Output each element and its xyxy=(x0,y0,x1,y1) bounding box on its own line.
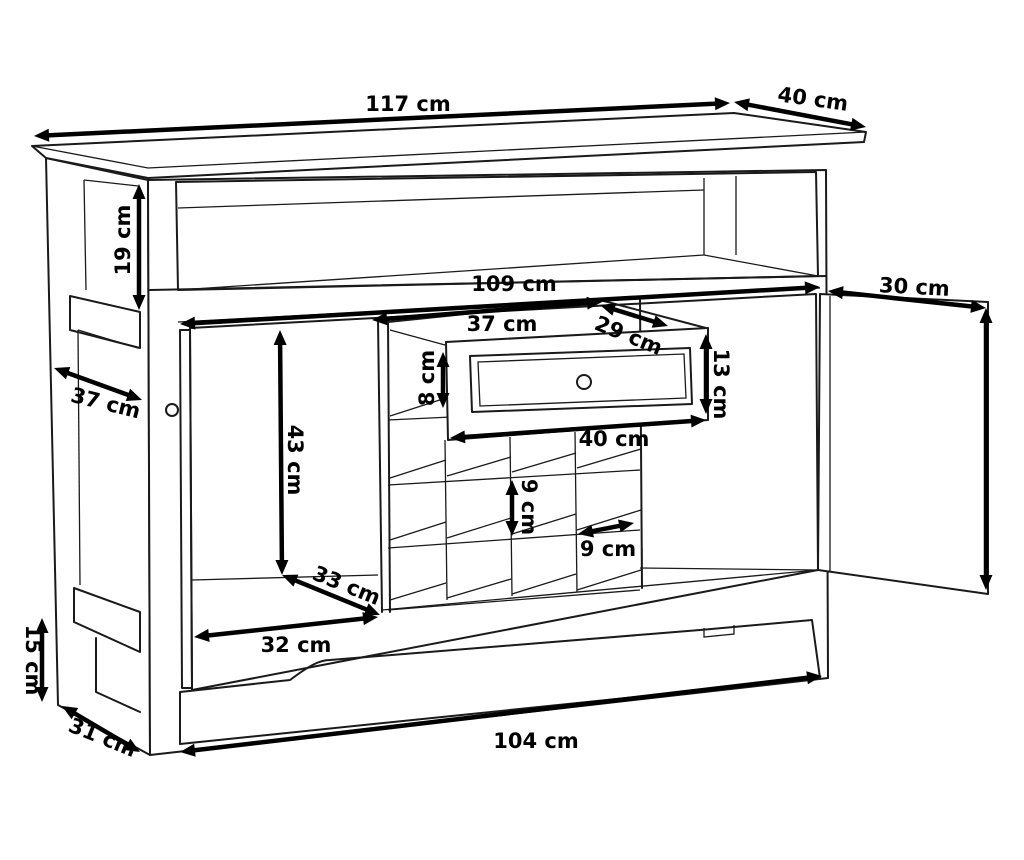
drawer-knob xyxy=(576,374,592,390)
dim-drawer-width: 37 cm xyxy=(467,312,538,336)
dim-door-width: 30 cm xyxy=(878,273,950,301)
dim-top-shelf-height: 19 cm xyxy=(111,205,135,276)
dim-arrow-compartment-depth xyxy=(282,574,380,616)
dim-arrow-overall-depth xyxy=(734,98,866,131)
dim-arrow-inner-width xyxy=(180,281,820,330)
dim-inner-width: 109 cm xyxy=(471,272,556,296)
dim-wine-cell-width: 9 cm xyxy=(580,537,636,561)
dim-arrow-side-depth xyxy=(54,367,142,401)
left-leg-cutout xyxy=(95,637,141,713)
dim-base-width: 104 cm xyxy=(493,729,578,753)
top-board xyxy=(31,112,867,179)
left-side-shelf-ledge xyxy=(69,295,141,349)
dim-arrow-drawer-depth xyxy=(600,303,668,328)
right-open-door xyxy=(817,293,989,595)
dim-arrow-door-height xyxy=(979,308,993,590)
dim-arrow-top-shelf-height xyxy=(132,184,146,310)
dim-wine-cell-height: 9 cm xyxy=(517,479,541,535)
dim-arrow-compartment-height xyxy=(273,330,289,575)
dim-arrow-drawer-height xyxy=(699,334,713,414)
dim-drawer-front-width: 40 cm xyxy=(579,427,650,451)
dim-arrow-compartment-width xyxy=(194,612,378,642)
dimension-arrows xyxy=(34,97,993,757)
dim-arrow-door-width xyxy=(828,286,986,313)
dim-overall-width: 117 cm xyxy=(365,92,450,116)
dim-arrow-base-width xyxy=(180,671,822,757)
dim-arrow-drawer-front-height xyxy=(436,352,450,408)
dim-leg-height: 15 cm xyxy=(21,625,45,696)
dim-drawer-height: 13 cm xyxy=(709,349,733,420)
dim-arrow-wine-cell-height xyxy=(505,480,519,536)
dim-arrow-leg-height xyxy=(35,618,49,702)
dim-drawer-front-height: 8 cm xyxy=(415,350,439,406)
left-door-edge xyxy=(179,329,193,689)
left-side-lower-rail xyxy=(73,587,141,653)
wine-rack xyxy=(377,299,643,613)
dim-arrow-base-depth xyxy=(62,706,140,752)
dim-compartment-width: 32 cm xyxy=(261,633,332,657)
base-plinth xyxy=(179,619,821,745)
dim-compartment-height: 43 cm xyxy=(283,425,307,496)
dim-arrow-drawer-width xyxy=(372,296,602,326)
dim-arrow-overall-width xyxy=(34,97,730,142)
dim-arrow-wine-cell-width xyxy=(578,519,634,538)
front-frame xyxy=(147,169,829,756)
dim-arrow-drawer-front-width xyxy=(450,414,706,444)
door-knob xyxy=(165,403,179,417)
